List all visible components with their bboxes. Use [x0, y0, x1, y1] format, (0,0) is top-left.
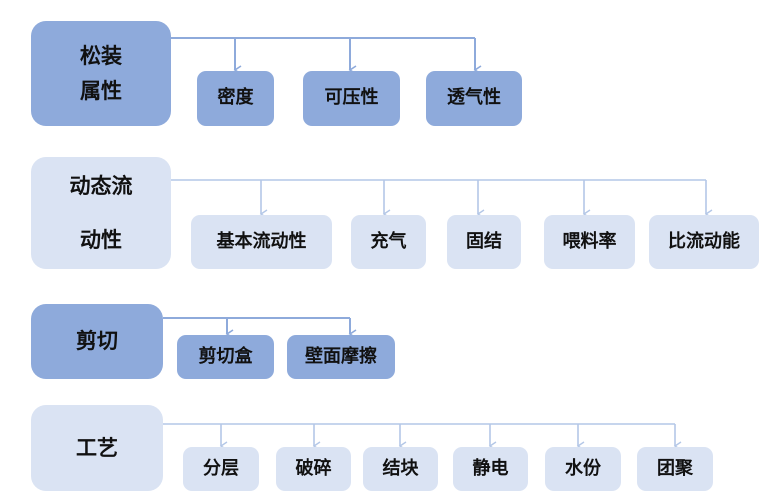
node-density: 密度 [197, 71, 274, 126]
node-moisture: 水份 [545, 447, 621, 491]
node-specific-flow-energy: 比流动能 [649, 215, 759, 269]
node-consolidation: 固结 [447, 215, 521, 269]
category-label-line: 动态流 [69, 173, 133, 198]
node-compressibility: 可压性 [303, 71, 400, 126]
node-agglomeration: 团聚 [637, 447, 713, 491]
node-shear-box: 剪切盒 [177, 335, 274, 379]
node-feed-rate: 喂料率 [544, 215, 635, 269]
node-electrostatic: 静电 [453, 447, 528, 491]
category-label-line: 剪切 [76, 329, 118, 354]
category-shear: 剪切 [31, 304, 163, 379]
category-label-line: 属性 [80, 78, 122, 103]
category-bulk-properties: 松装 属性 [31, 21, 171, 126]
node-aeration: 充气 [351, 215, 426, 269]
node-wall-friction: 壁面摩擦 [287, 335, 395, 379]
node-permeability: 透气性 [426, 71, 522, 126]
category-label-line: 工艺 [76, 435, 118, 460]
category-dynamic-flow: 动态流 动性 [31, 157, 171, 269]
node-attrition: 破碎 [276, 447, 351, 491]
node-segregation: 分层 [183, 447, 259, 491]
category-label-line: 动性 [80, 228, 122, 252]
node-caking: 结块 [363, 447, 438, 491]
node-basic-flowability: 基本流动性 [191, 215, 332, 269]
category-process: 工艺 [31, 405, 163, 491]
category-label-line: 松装 [80, 44, 122, 69]
